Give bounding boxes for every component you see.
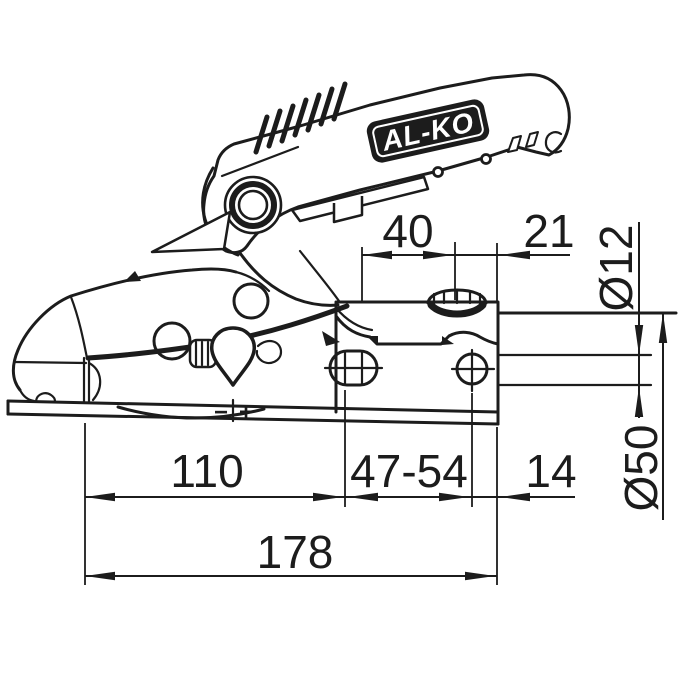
handle-bracket bbox=[290, 175, 430, 224]
dim-21-label: 21 bbox=[523, 205, 574, 257]
dimension-40: 40 bbox=[361, 205, 570, 302]
rivet-bead bbox=[480, 153, 492, 165]
dimension-dia50: Ø50 bbox=[615, 313, 668, 520]
plate-cutout-wave bbox=[334, 314, 500, 346]
rivet-bead bbox=[432, 166, 444, 178]
coupling-handle: AL-KO bbox=[150, 73, 571, 257]
fixing-hole-slotted bbox=[323, 349, 384, 387]
dim-14-label: 14 bbox=[525, 445, 576, 497]
clamp-detail bbox=[426, 288, 488, 318]
latch-pointer bbox=[150, 210, 232, 254]
lock-indicator bbox=[188, 326, 283, 387]
dimension-dia12: Ø12 bbox=[590, 222, 644, 418]
dim-178-label: 178 bbox=[257, 526, 334, 578]
dim-40-label: 40 bbox=[382, 205, 433, 257]
sight-marker bbox=[124, 271, 141, 282]
dimension-178: 178 bbox=[85, 526, 497, 581]
adjust-plus: + bbox=[239, 399, 253, 426]
flange-arc bbox=[116, 405, 266, 420]
adjust-minus: − bbox=[214, 399, 228, 426]
adjust-symbol: − + bbox=[214, 398, 253, 426]
coupling-body: − + bbox=[6, 249, 678, 426]
dimension-47-54: 47-54 bbox=[348, 393, 473, 507]
handle-grip-ribs bbox=[253, 81, 348, 155]
ball-socket-nose bbox=[11, 267, 350, 404]
body-hole-right bbox=[232, 282, 270, 320]
jaw-curve bbox=[238, 251, 340, 307]
dimension-110: 110 bbox=[84, 390, 575, 585]
dimensions-layer: 40 21 Ø12 Ø50 110 bbox=[84, 205, 668, 585]
drawbar-tube bbox=[496, 311, 678, 387]
fixing-hole-round bbox=[450, 348, 496, 393]
dimension-21: 21 bbox=[496, 205, 575, 302]
dimension-14: 14 bbox=[496, 427, 577, 585]
dim-dia12-label: Ø12 bbox=[590, 225, 642, 312]
body-hole-left bbox=[152, 321, 192, 361]
dim-110-label: 110 bbox=[170, 445, 243, 497]
dim-47-54-label: 47-54 bbox=[350, 445, 468, 497]
spade-indicator bbox=[210, 326, 256, 387]
pivot-bolt bbox=[201, 166, 283, 257]
dim-dia50-label: Ø50 bbox=[615, 425, 667, 512]
mounting-plate bbox=[322, 288, 500, 426]
hook-detail bbox=[255, 339, 283, 365]
handle-end-cap bbox=[507, 131, 563, 154]
